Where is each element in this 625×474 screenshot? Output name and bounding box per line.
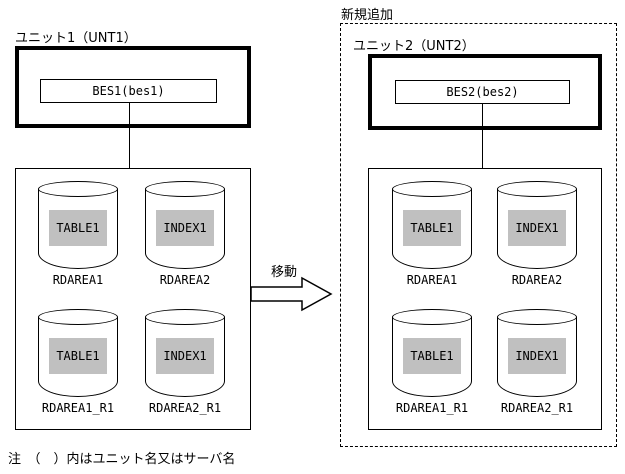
cylinder-top xyxy=(497,181,577,197)
move-label: 移動 xyxy=(271,265,298,280)
rdarea-name: RDAREA2_R1 xyxy=(148,401,222,415)
move-arrow xyxy=(250,276,333,312)
unit2-connector-line xyxy=(482,104,483,168)
table-object: TABLE1 xyxy=(49,338,107,374)
table-object: TABLE1 xyxy=(49,210,107,246)
note-text: 注 （ ）内はユニット名又はサーバ名 xyxy=(8,452,236,467)
index-object: INDEX1 xyxy=(156,210,214,246)
cylinder-top xyxy=(392,181,472,197)
unit1-server-box: BES1(bes1) xyxy=(40,79,217,103)
cylinder-top xyxy=(145,181,225,197)
cylinder-top xyxy=(38,309,118,325)
unit1-title: ユニット1（UNT1） xyxy=(15,31,137,46)
cylinder-rdarea2-r1: INDEX1 xyxy=(497,309,577,397)
index-object: INDEX1 xyxy=(508,338,566,374)
cylinder-top xyxy=(392,309,472,325)
rdarea-name: RDAREA1 xyxy=(52,273,104,287)
cylinder-rdarea1-r1: TABLE1 xyxy=(38,309,118,397)
unit2-server-box: BES2(bes2) xyxy=(395,80,570,104)
cylinder-rdarea2: INDEX1 xyxy=(497,181,577,269)
cylinder-rdarea1: TABLE1 xyxy=(38,181,118,269)
index-object: INDEX1 xyxy=(508,210,566,246)
new-addition-label: 新規追加 xyxy=(341,8,394,23)
unit2-title: ユニット2（UNT2） xyxy=(353,39,475,54)
rdarea-name: RDAREA2 xyxy=(511,273,563,287)
cylinder-top xyxy=(145,309,225,325)
cylinder-top xyxy=(38,181,118,197)
cylinder-rdarea2: INDEX1 xyxy=(145,181,225,269)
rdarea-name: RDAREA1_R1 xyxy=(395,401,469,415)
unit1-connector-line xyxy=(129,103,130,168)
index-object: INDEX1 xyxy=(156,338,214,374)
table-object: TABLE1 xyxy=(403,210,461,246)
rdarea-name: RDAREA1 xyxy=(406,273,458,287)
cylinder-rdarea1: TABLE1 xyxy=(392,181,472,269)
cylinder-top xyxy=(497,309,577,325)
rdarea-name: RDAREA2 xyxy=(159,273,211,287)
cylinder-rdarea2-r1: INDEX1 xyxy=(145,309,225,397)
rdarea-name: RDAREA2_R1 xyxy=(500,401,574,415)
table-object: TABLE1 xyxy=(403,338,461,374)
rdarea-name: RDAREA1_R1 xyxy=(41,401,115,415)
cylinder-rdarea1-r1: TABLE1 xyxy=(392,309,472,397)
